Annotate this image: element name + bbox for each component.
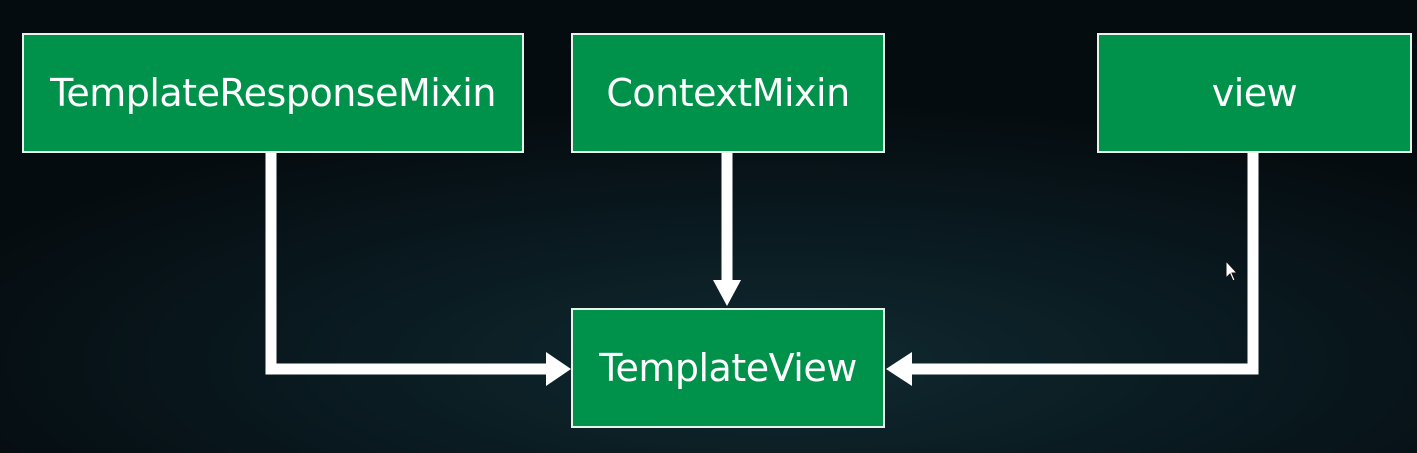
edge-contextmixin-to-templateview <box>713 153 741 306</box>
mouse-pointer-icon <box>1225 260 1239 282</box>
node-label: ContextMixin <box>606 71 850 115</box>
connector-line <box>910 153 1259 375</box>
edge-templateresponsemixin-to-templateview <box>265 153 571 386</box>
node-templateresponsemixin: TemplateResponseMixin <box>22 33 524 153</box>
node-label: view <box>1211 71 1298 115</box>
edge-view-to-templateview <box>886 153 1259 386</box>
connector-line <box>265 153 548 375</box>
node-contextmixin: ContextMixin <box>571 33 885 153</box>
arrowhead-icon <box>886 352 912 386</box>
node-view: view <box>1097 33 1412 153</box>
node-label: TemplateResponseMixin <box>50 71 496 115</box>
node-label: TemplateView <box>599 346 857 390</box>
arrowhead-icon <box>713 280 741 306</box>
node-templateview: TemplateView <box>571 308 885 428</box>
arrowhead-icon <box>546 352 571 386</box>
